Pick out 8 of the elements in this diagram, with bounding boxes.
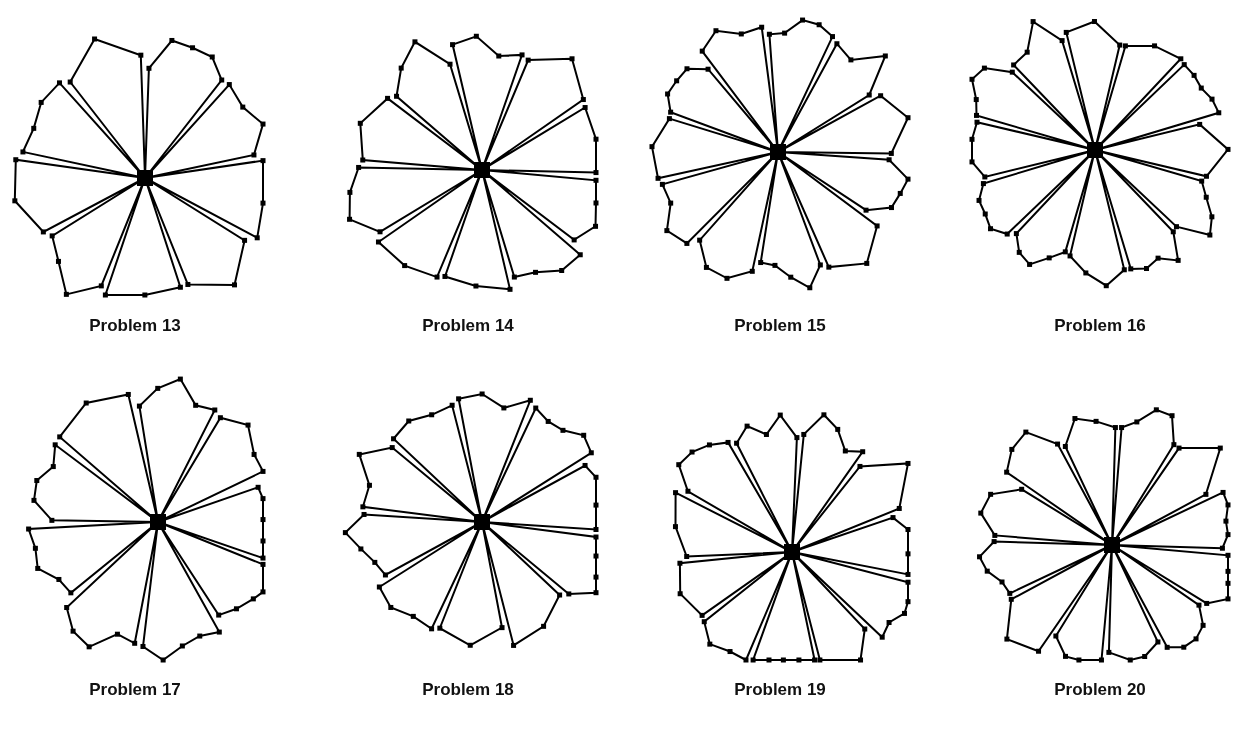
- panel-caption: Problem 14: [422, 316, 514, 336]
- panel-caption: Problem 18: [422, 680, 514, 700]
- panel-caption: Problem 17: [89, 680, 181, 700]
- panel-caption: Problem 19: [734, 680, 826, 700]
- panel-caption: Problem 20: [1054, 680, 1146, 700]
- panel-caption: Problem 16: [1054, 316, 1146, 336]
- panel-caption: Problem 15: [734, 316, 826, 336]
- panel-caption: Problem 13: [89, 316, 181, 336]
